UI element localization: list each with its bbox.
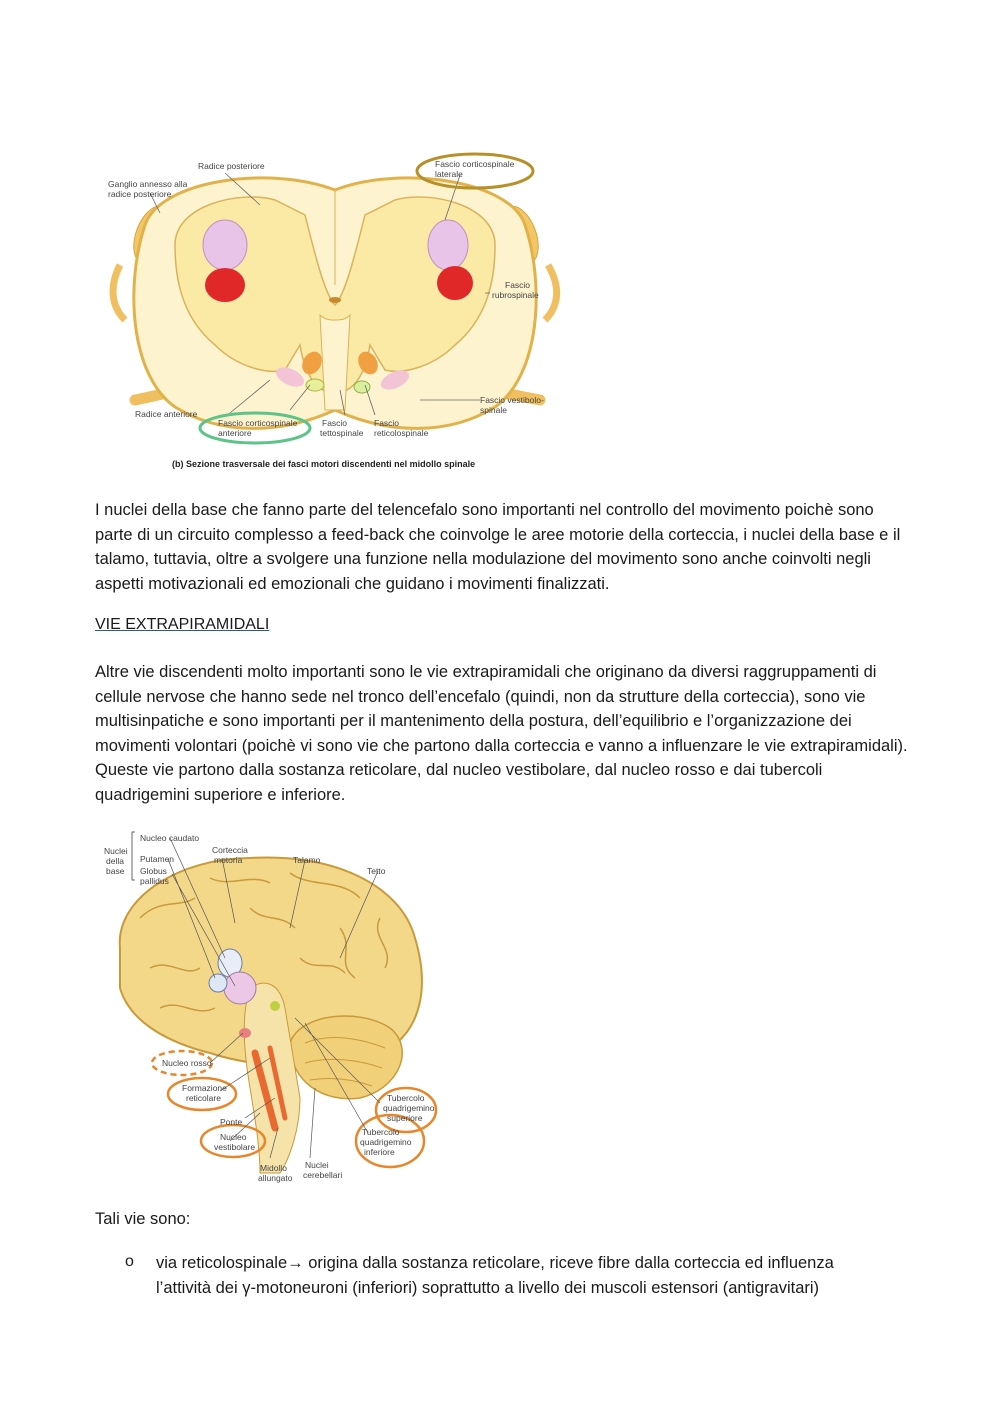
paragraph-nuclei-base: I nuclei della base che fanno parte del …	[95, 501, 901, 593]
label-cortico-lat-1: Fascio corticospinale	[435, 159, 515, 169]
label-rubro-2: rubrospinale	[492, 290, 539, 300]
label-tetto-1: Fascio	[322, 418, 347, 428]
label-ganglio-2: radice posteriore	[108, 189, 172, 199]
label-nuclei-2: della	[106, 856, 124, 866]
label-nuclei-3: base	[106, 866, 125, 876]
label-tub-sup-3: superiore	[387, 1113, 423, 1123]
label-corteccia-2: motoria	[214, 855, 243, 865]
label-retic-1: Fascio	[374, 418, 399, 428]
label-formazione-1: Formazione	[182, 1083, 227, 1093]
bullet-reticolospinale: via reticolospinale→ origina dalla sosta…	[156, 1254, 834, 1297]
paragraph-vie-extrapiramidali: Altre vie discendenti molto importanti s…	[95, 663, 908, 804]
label-caudato: Nucleo caudato	[140, 833, 199, 843]
label-vest-1: Fascio vestibolo-	[480, 395, 544, 405]
label-tub-sup-2: quadrigemino	[383, 1103, 435, 1113]
brain-figure: Nuclei della base Nucleo caudato Putamen…	[100, 828, 450, 1190]
label-tetto-2: tettospinale	[320, 428, 364, 438]
label-corteccia-1: Corteccia	[212, 845, 248, 855]
label-cerebellari-2: cerebellari	[303, 1170, 342, 1180]
spinal-cord-figure: Radice posteriore Ganglio annesso alla r…	[100, 145, 570, 480]
brain-diagram: Nuclei della base Nucleo caudato Putamen…	[104, 831, 438, 1183]
section-heading: VIE EXTRAPIRAMIDALI	[95, 616, 270, 633]
label-radice-posteriore: Radice posteriore	[198, 161, 265, 171]
spinal-cord-diagram: Radice posteriore Ganglio annesso alla r…	[108, 152, 561, 469]
label-globus-2: pallidus	[140, 876, 169, 886]
label-retic-2: reticolospinale	[374, 428, 429, 438]
label-cerebellari-1: Nuclei	[305, 1160, 329, 1170]
label-midollo-1: Midollo	[260, 1163, 287, 1173]
label-putamen: Putamen	[140, 854, 174, 864]
label-cortico-ant-2: anteriore	[218, 428, 252, 438]
label-ponte: Ponte	[220, 1117, 242, 1127]
label-globus-1: Globus	[140, 866, 167, 876]
figure1-caption: (b) Sezione trasversale dei fasci motori…	[172, 459, 475, 469]
label-midollo-2: allungato	[258, 1173, 293, 1183]
label-tub-inf-3: inferiore	[364, 1147, 395, 1157]
label-nuclei-1: Nuclei	[104, 846, 128, 856]
bullet-marker: o	[125, 1253, 134, 1270]
label-rubro-1: Fascio	[505, 280, 530, 290]
label-vestib-1: Nucleo	[220, 1132, 247, 1142]
label-formazione-2: reticolare	[186, 1093, 221, 1103]
label-vest-2: spinale	[480, 405, 507, 415]
label-nucleo-rosso: Nucleo rosso	[162, 1058, 212, 1068]
label-tub-sup-1: Tubercolo	[387, 1093, 425, 1103]
label-tub-inf-2: quadrigemino	[360, 1137, 412, 1147]
label-vestib-2: vestibolare	[214, 1142, 255, 1152]
label-radice-anteriore: Radice anteriore	[135, 409, 198, 419]
label-ganglio-1: Ganglio annesso alla	[108, 179, 188, 189]
paragraph-tali-vie: Tali vie sono:	[95, 1210, 191, 1228]
label-cortico-lat-2: laterale	[435, 169, 463, 179]
label-cortico-ant-1: Fascio corticospinale	[218, 418, 298, 428]
label-tetto: Tetto	[367, 866, 386, 876]
label-tub-inf-1: Tubercolo	[362, 1127, 400, 1137]
label-talamo: Talamo	[293, 855, 321, 865]
